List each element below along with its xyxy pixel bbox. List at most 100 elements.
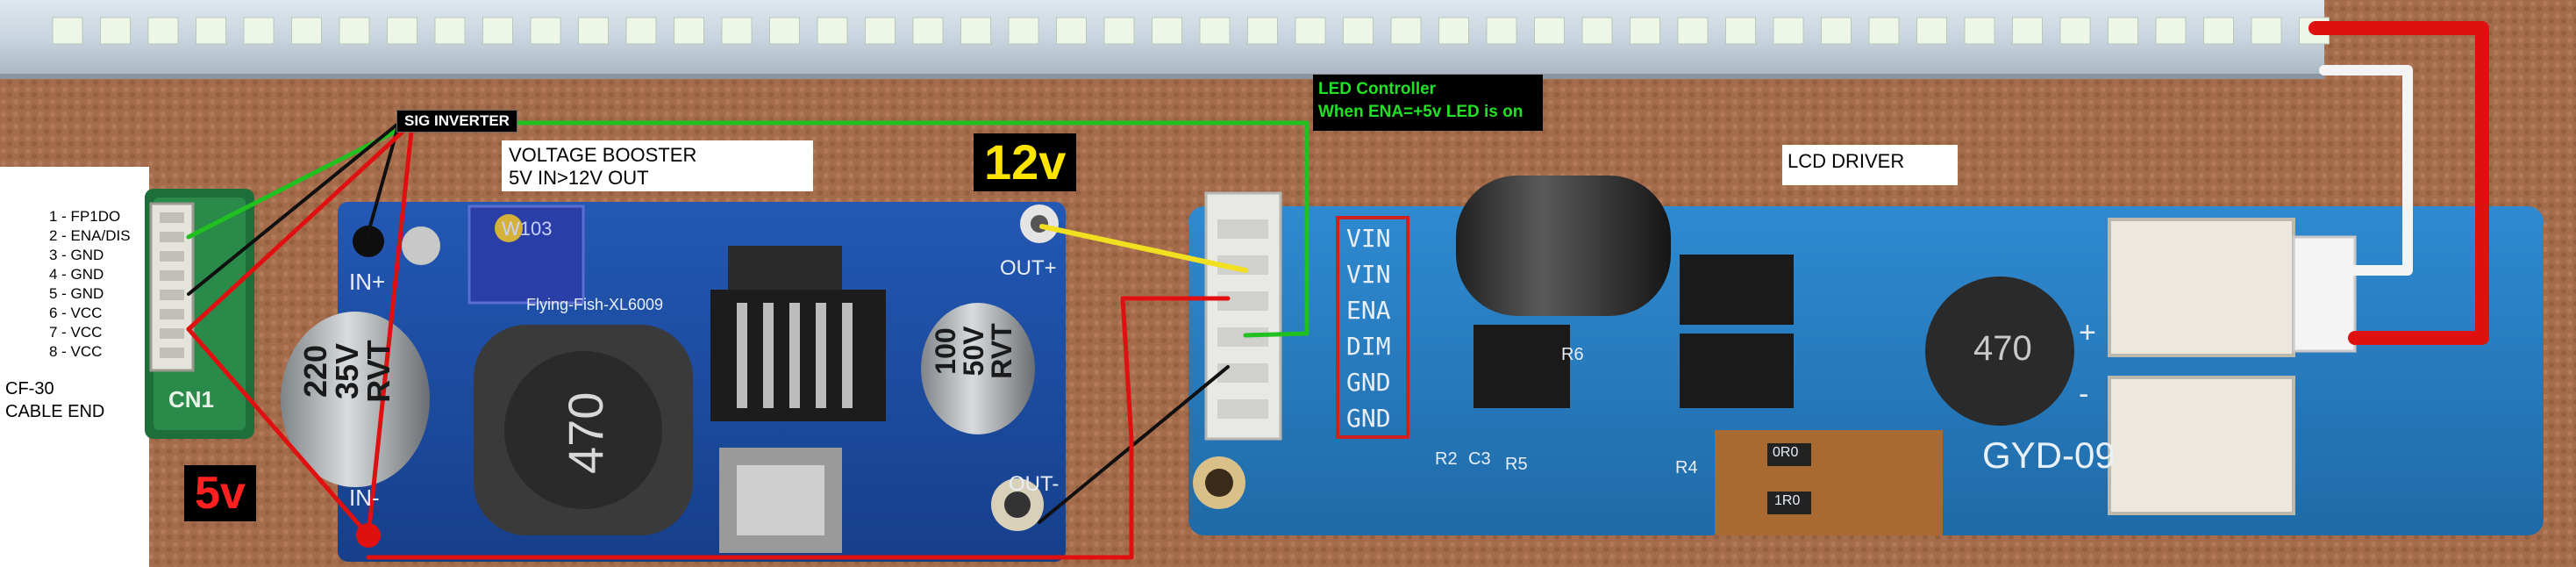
minus-mark: - — [2079, 377, 2089, 411]
led-cell — [1390, 17, 1422, 45]
led-cell — [1773, 17, 1804, 45]
cap2-line: 100 — [930, 327, 961, 375]
led-cell — [2012, 17, 2043, 45]
voltage-booster-subtitle: 5V IN>12V OUT — [509, 167, 649, 189]
led-cell — [1725, 17, 1756, 45]
cn1-label: CN1 — [168, 386, 215, 413]
cn1-pin-slot — [160, 270, 184, 281]
led-cell — [1534, 17, 1565, 45]
controller-pin-vin: VIN — [1346, 224, 1391, 253]
cap1-line: 35V — [329, 342, 365, 400]
led-cell — [1056, 17, 1087, 45]
led-cell — [147, 17, 179, 45]
controller-pin-vin: VIN — [1346, 260, 1391, 289]
led-cell — [1581, 17, 1613, 45]
led-cell — [817, 17, 848, 45]
controller-connector-slot — [1217, 363, 1268, 383]
controller-connector-slot — [1217, 291, 1268, 311]
led-controller-subtitle: When ENA=+5v LED is on — [1318, 103, 1523, 121]
cn1-pin-slot — [160, 290, 184, 300]
led-cell — [1152, 17, 1182, 45]
lcd-driver-board — [1188, 176, 2544, 535]
controller-connector-slot — [1217, 399, 1268, 419]
driver-board-name: GYD-09 — [1982, 434, 2116, 476]
led-cell — [960, 17, 991, 45]
controller-connector-slot — [1217, 327, 1268, 347]
cn1-pin-slot — [160, 348, 184, 358]
cn1-pin-slot — [160, 212, 184, 223]
led-cell — [52, 17, 83, 45]
led-cell — [1247, 17, 1278, 45]
led-cell — [912, 17, 944, 45]
chip-leg — [816, 303, 826, 408]
led-cell — [196, 17, 226, 45]
driver-inductor-mark: 470 — [1973, 329, 2032, 368]
led-cell — [434, 17, 466, 45]
cable-pin-item: 5 - GND — [49, 285, 104, 302]
cap2-line: 50V — [958, 326, 989, 377]
led-cell — [769, 17, 800, 45]
led-cell — [1677, 17, 1709, 45]
cable-pin-item: 7 - VCC — [49, 324, 103, 341]
chip-leg — [737, 303, 747, 408]
chip-leg — [763, 303, 774, 408]
led-cell — [1868, 17, 1900, 45]
controller-pin-gnd: GND — [1346, 368, 1391, 397]
led-cell — [1916, 17, 1947, 45]
five-volt-label: 5v — [184, 465, 256, 521]
led-controller-label: LED Controller When ENA=+5v LED is on — [1313, 75, 1543, 131]
led-cell — [2108, 17, 2138, 45]
chip-name-mark: Flying-Fish-XL6009 — [526, 296, 664, 313]
r4-mark: R4 — [1675, 458, 1698, 477]
white-paper — [0, 167, 149, 567]
led-cell — [865, 17, 896, 45]
voltage-booster-title: VOLTAGE BOOSTER — [509, 144, 697, 166]
controller-pin-gnd: GND — [1346, 404, 1391, 433]
trimmer-mark: W103 — [502, 218, 553, 240]
led-cell — [339, 17, 370, 45]
voltage-booster-label: VOLTAGE BOOSTER 5V IN>12V OUT — [502, 140, 813, 191]
r6-mark: R6 — [1561, 345, 1584, 364]
res2-mark: 1R0 — [1774, 493, 1801, 508]
led-cell — [100, 17, 131, 45]
r5-mark: R5 — [1505, 455, 1528, 474]
led-cell — [1008, 17, 1039, 45]
cable-pin-item: 6 - VCC — [49, 305, 103, 321]
led-cell — [1438, 17, 1469, 45]
led-cell — [578, 17, 609, 45]
cable-pin-item: 3 - GND — [49, 247, 104, 263]
led-cell — [482, 17, 513, 45]
led-cell — [1199, 17, 1231, 45]
led-cell — [721, 17, 753, 45]
cap2-line: RVT — [986, 323, 1017, 379]
out-plus-mark: OUT+ — [1000, 256, 1057, 280]
led-cell — [674, 17, 704, 45]
cap1-line: RVT — [360, 340, 396, 403]
twelve-volt-label: 12v — [974, 133, 1077, 191]
cn1-pin-slot — [160, 309, 184, 319]
led-controller-title: LED Controller — [1318, 80, 1437, 98]
led-cell — [1821, 17, 1852, 45]
led-cell — [1343, 17, 1374, 45]
cable-pin-item: 1 - FP1DO — [49, 208, 121, 225]
booster-inductor-mark: 470 — [558, 391, 613, 474]
led-cell — [387, 17, 417, 45]
led-cell — [2059, 17, 2091, 45]
led-cell — [291, 17, 322, 45]
cn1-pin-slot — [160, 328, 184, 339]
lcd-driver-label: LCD DRIVER — [1782, 145, 1958, 185]
plus-mark: + — [2079, 316, 2096, 349]
cap1-line: 220 — [297, 344, 333, 398]
cn1-pin-slot — [160, 251, 184, 262]
voltage-booster-board — [281, 202, 1066, 562]
res1-mark: 0R0 — [1773, 445, 1799, 460]
led-strip — [0, 0, 2330, 79]
led-cell — [625, 17, 657, 45]
c3-mark: C3 — [1468, 449, 1491, 469]
